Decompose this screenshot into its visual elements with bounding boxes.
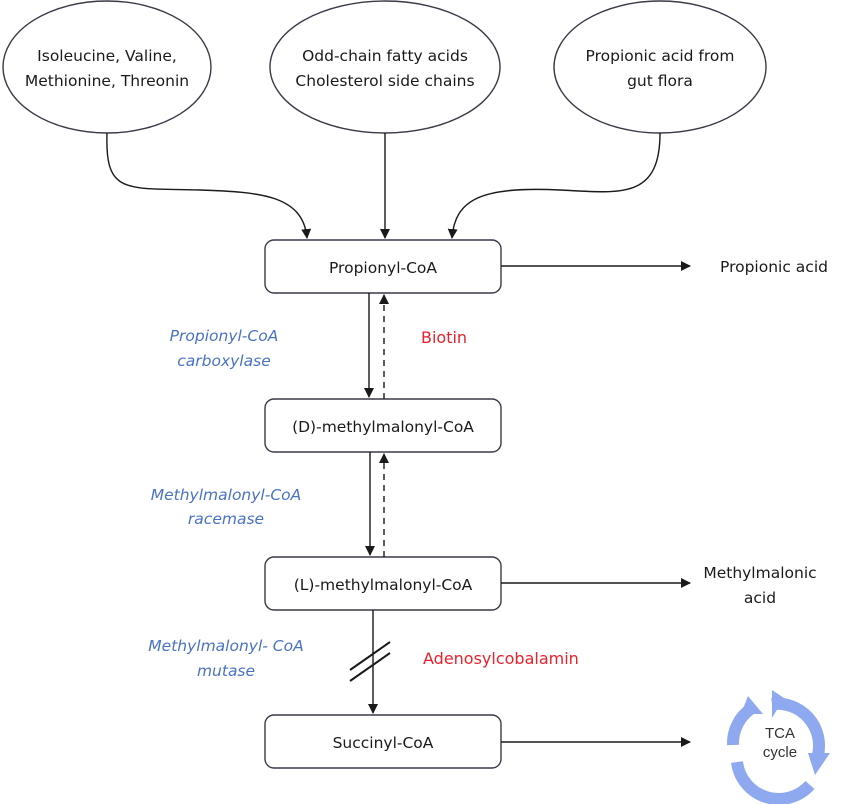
enzyme-methylmalonyl-coa-racemase: Methylmalonyl-CoA racemase [151, 486, 301, 528]
source-node-gut-flora: Propionic acid from gut flora [553, 0, 767, 134]
node-label: (L)-methylmalonyl-CoA [294, 576, 473, 594]
product-methylmalonic-acid-line: acid [744, 589, 776, 607]
source-node-amino-acids: Isoleucine, Valine, Methionine, Threonin [2, 0, 212, 134]
cofactor-adenosylcobalamin: Adenosylcobalamin [423, 649, 579, 668]
node-d-methylmalonyl-coa: (D)-methylmalonyl-CoA [264, 398, 502, 453]
source-label-line: Odd-chain fatty acids [302, 47, 468, 65]
source-label-line: gut flora [627, 72, 693, 90]
node-label: (D)-methylmalonyl-CoA [292, 418, 474, 436]
cycle-arrows-icon [726, 690, 830, 804]
tca-label-line: cycle [763, 744, 797, 761]
source-label-line: Propionic acid from [586, 47, 735, 65]
source-label-line: Cholesterol side chains [295, 72, 474, 90]
tca-label-line: TCA [765, 725, 795, 742]
enzyme-methylmalonyl-coa-mutase: Methylmalonyl- CoA mutase [148, 637, 303, 680]
cofactor-biotin: Biotin [421, 328, 467, 347]
source-label-line: Isoleucine, Valine, [37, 47, 177, 65]
node-label: Succinyl-CoA [333, 734, 434, 752]
node-succinyl-coa: Succinyl-CoA [264, 714, 502, 769]
node-propionyl-coa: Propionyl-CoA [264, 239, 502, 294]
edge-amino-acids-to-propionyl [106, 132, 312, 239]
source-ellipse [2, 0, 212, 134]
node-box [264, 398, 502, 453]
node-label: Propionyl-CoA [329, 259, 437, 277]
enzyme-label-line: Methylmalonyl- CoA [148, 637, 303, 655]
node-l-methylmalonyl-coa: (L)-methylmalonyl-CoA [264, 556, 502, 611]
source-node-fatty-acids: Odd-chain fatty acids Cholesterol side c… [269, 0, 501, 134]
enzyme-label-line: racemase [188, 510, 264, 528]
enzyme-propionyl-coa-carboxylase: Propionyl-CoA carboxylase [170, 327, 279, 370]
enzyme-label-line: Propionyl-CoA [170, 327, 279, 345]
source-ellipse [553, 0, 767, 134]
block-mark-icon [349, 641, 391, 682]
product-methylmalonic-acid-line: Methylmalonic [703, 564, 816, 582]
enzyme-label-line: Methylmalonyl-CoA [151, 486, 301, 504]
product-propionic-acid: Propionic acid [720, 258, 828, 276]
source-ellipse [269, 0, 501, 134]
source-label-line: Methionine, Threonin [25, 72, 189, 90]
tca-cycle: TCA cycle [726, 690, 830, 804]
enzyme-label-line: mutase [197, 662, 255, 680]
edge-gut-flora-to-propionyl [447, 132, 661, 239]
enzyme-label-line: carboxylase [177, 352, 270, 370]
